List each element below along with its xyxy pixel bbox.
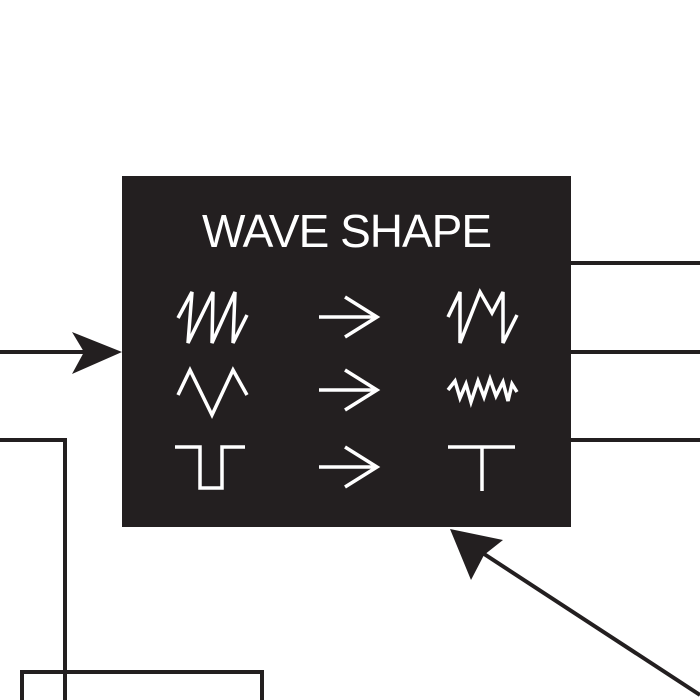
arrow-right-head-icon <box>344 445 381 489</box>
bottom-box-outline <box>20 670 264 700</box>
control-line <box>476 548 700 697</box>
sawtooth-wave-icon <box>176 291 249 344</box>
triangle-wave-icon <box>176 365 249 420</box>
input-arrowhead-icon <box>72 332 122 374</box>
jagged-triangle-wave-icon <box>446 373 519 408</box>
folded-sawtooth-wave-icon <box>446 287 519 344</box>
left-branch-line <box>0 438 67 700</box>
arrow-right-head-icon <box>344 295 381 339</box>
control-arrowhead-icon <box>450 529 503 580</box>
pulse-wave-icon <box>175 445 245 490</box>
block-title: WAVE SHAPE <box>201 205 492 257</box>
arrow-right-head-icon <box>344 368 381 412</box>
